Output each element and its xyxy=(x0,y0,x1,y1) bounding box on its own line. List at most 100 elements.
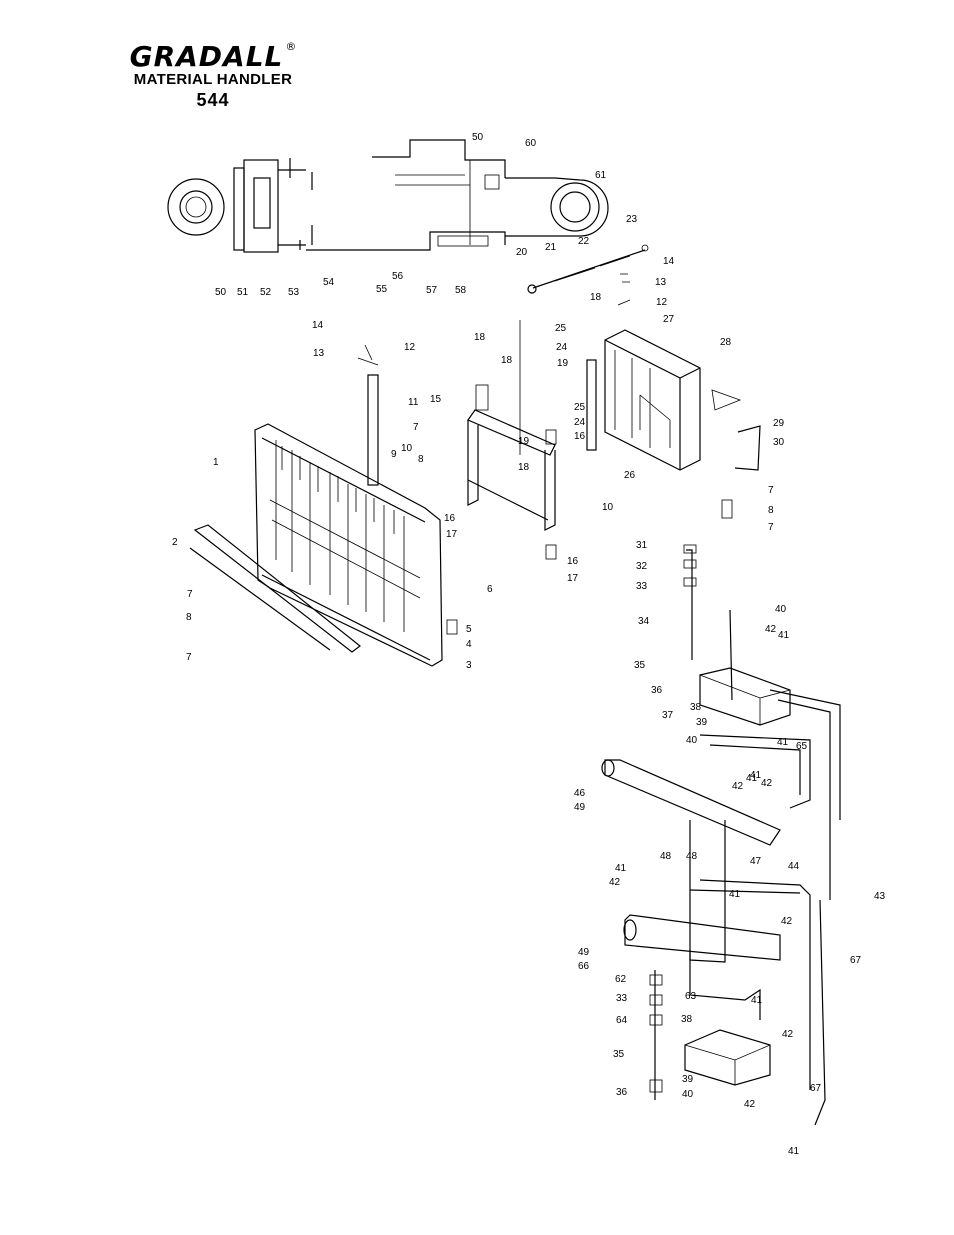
callout-label-40: 40 xyxy=(682,1089,694,1100)
callout-label-50: 50 xyxy=(215,287,227,298)
callout-label-42: 42 xyxy=(782,1029,794,1040)
callout-label-42: 42 xyxy=(609,877,621,888)
callout-label-51: 51 xyxy=(237,287,249,298)
callout-label-44: 44 xyxy=(788,861,800,872)
callout-label-43: 43 xyxy=(874,891,886,902)
valve-and-hoses xyxy=(601,544,841,1126)
callout-label-41: 41 xyxy=(746,773,758,784)
callout-label-10: 10 xyxy=(602,502,614,513)
callout-label-41: 41 xyxy=(615,863,627,874)
callout-label-48: 48 xyxy=(686,851,698,862)
callout-label-65: 65 xyxy=(796,741,808,752)
callout-label-34: 34 xyxy=(638,616,650,627)
callout-label-16: 16 xyxy=(567,556,579,567)
callout-label-28: 28 xyxy=(720,337,732,348)
callout-label-24: 24 xyxy=(556,342,568,353)
callout-label-67: 67 xyxy=(810,1083,822,1094)
callout-label-15: 15 xyxy=(430,394,442,405)
callout-label-40: 40 xyxy=(686,735,698,746)
callout-label-6: 6 xyxy=(487,584,493,595)
callout-label-41: 41 xyxy=(751,995,763,1006)
callout-label-33: 33 xyxy=(636,581,648,592)
callout-label-41: 41 xyxy=(729,889,741,900)
callout-label-42: 42 xyxy=(765,624,777,635)
cylinder-assembly xyxy=(167,139,609,253)
callout-label-3: 3 xyxy=(466,660,472,671)
callout-label-41: 41 xyxy=(778,630,790,641)
brand-logo: GRADALL® xyxy=(108,40,318,73)
callout-label-50: 50 xyxy=(472,132,484,143)
callout-label-9: 9 xyxy=(391,449,397,460)
callout-label-53: 53 xyxy=(288,287,300,298)
callout-label-58: 58 xyxy=(455,285,467,296)
callout-label-42: 42 xyxy=(732,781,744,792)
callout-label-63: 63 xyxy=(685,991,697,1002)
callout-label-57: 57 xyxy=(426,285,438,296)
callout-label-4: 4 xyxy=(466,639,472,650)
callout-label-7: 7 xyxy=(768,522,774,533)
slide-housing xyxy=(586,329,761,519)
callout-label-7: 7 xyxy=(413,422,419,433)
callout-label-12: 12 xyxy=(656,297,668,308)
callout-label-39: 39 xyxy=(696,717,708,728)
callout-label-61: 61 xyxy=(595,170,607,181)
callout-label-52: 52 xyxy=(260,287,272,298)
callout-label-11: 11 xyxy=(408,397,419,408)
callout-label-32: 32 xyxy=(636,561,648,572)
callout-label-17: 17 xyxy=(567,573,579,584)
callout-label-19: 19 xyxy=(557,358,569,369)
callout-label-19: 19 xyxy=(518,436,530,447)
title-block: GRADALL® MATERIAL HANDLER 544 xyxy=(108,40,318,111)
callout-label-39: 39 xyxy=(682,1074,694,1085)
callout-label-27: 27 xyxy=(663,314,675,325)
callout-label-38: 38 xyxy=(690,702,702,713)
callout-label-24: 24 xyxy=(574,417,586,428)
callout-label-35: 35 xyxy=(634,660,646,671)
callout-label-18: 18 xyxy=(474,332,486,343)
mounting-bracket xyxy=(467,320,557,560)
callout-label-30: 30 xyxy=(773,437,785,448)
callout-label-62: 62 xyxy=(615,974,627,985)
product-subtitle: MATERIAL HANDLER xyxy=(133,71,293,88)
model-number: 544 xyxy=(196,90,230,110)
callout-label-42: 42 xyxy=(744,1099,756,1110)
callout-label-56: 56 xyxy=(392,271,404,282)
callout-label-22: 22 xyxy=(578,236,590,247)
rod-end-parts xyxy=(527,244,649,306)
callout-label-47: 47 xyxy=(750,856,762,867)
callout-label-31: 31 xyxy=(636,540,648,551)
callout-label-7: 7 xyxy=(186,652,192,663)
callout-label-41: 41 xyxy=(750,770,762,781)
callout-label-1: 1 xyxy=(213,457,219,468)
callout-label-14: 14 xyxy=(312,320,324,331)
callout-label-64: 64 xyxy=(616,1015,628,1026)
brand-name: GRADALL xyxy=(129,40,284,73)
carriage-frame xyxy=(189,423,458,667)
callout-label-41: 41 xyxy=(788,1146,800,1157)
callout-label-67: 67 xyxy=(850,955,862,966)
callout-label-2: 2 xyxy=(172,537,178,548)
callout-label-8: 8 xyxy=(418,454,424,465)
callout-label-26: 26 xyxy=(624,470,636,481)
callout-label-29: 29 xyxy=(773,418,785,429)
registered-mark: ® xyxy=(285,40,297,53)
callout-label-18: 18 xyxy=(518,462,530,473)
callout-label-10: 10 xyxy=(401,443,413,454)
callout-label-33: 33 xyxy=(616,993,628,1004)
callout-label-7: 7 xyxy=(187,589,193,600)
callout-label-41: 41 xyxy=(777,737,789,748)
callout-label-38: 38 xyxy=(681,1014,693,1025)
callout-label-5: 5 xyxy=(466,624,472,635)
callout-label-8: 8 xyxy=(768,505,774,516)
callout-label-8: 8 xyxy=(186,612,192,623)
callout-label-54: 54 xyxy=(323,277,335,288)
callout-label-66: 66 xyxy=(578,961,590,972)
callout-label-18: 18 xyxy=(590,292,602,303)
callout-label-17: 17 xyxy=(446,529,458,540)
callout-label-37: 37 xyxy=(662,710,674,721)
callout-label-36: 36 xyxy=(616,1087,628,1098)
callout-label-42: 42 xyxy=(761,778,773,789)
callout-label-49: 49 xyxy=(574,802,586,813)
callout-label-7: 7 xyxy=(768,485,774,496)
